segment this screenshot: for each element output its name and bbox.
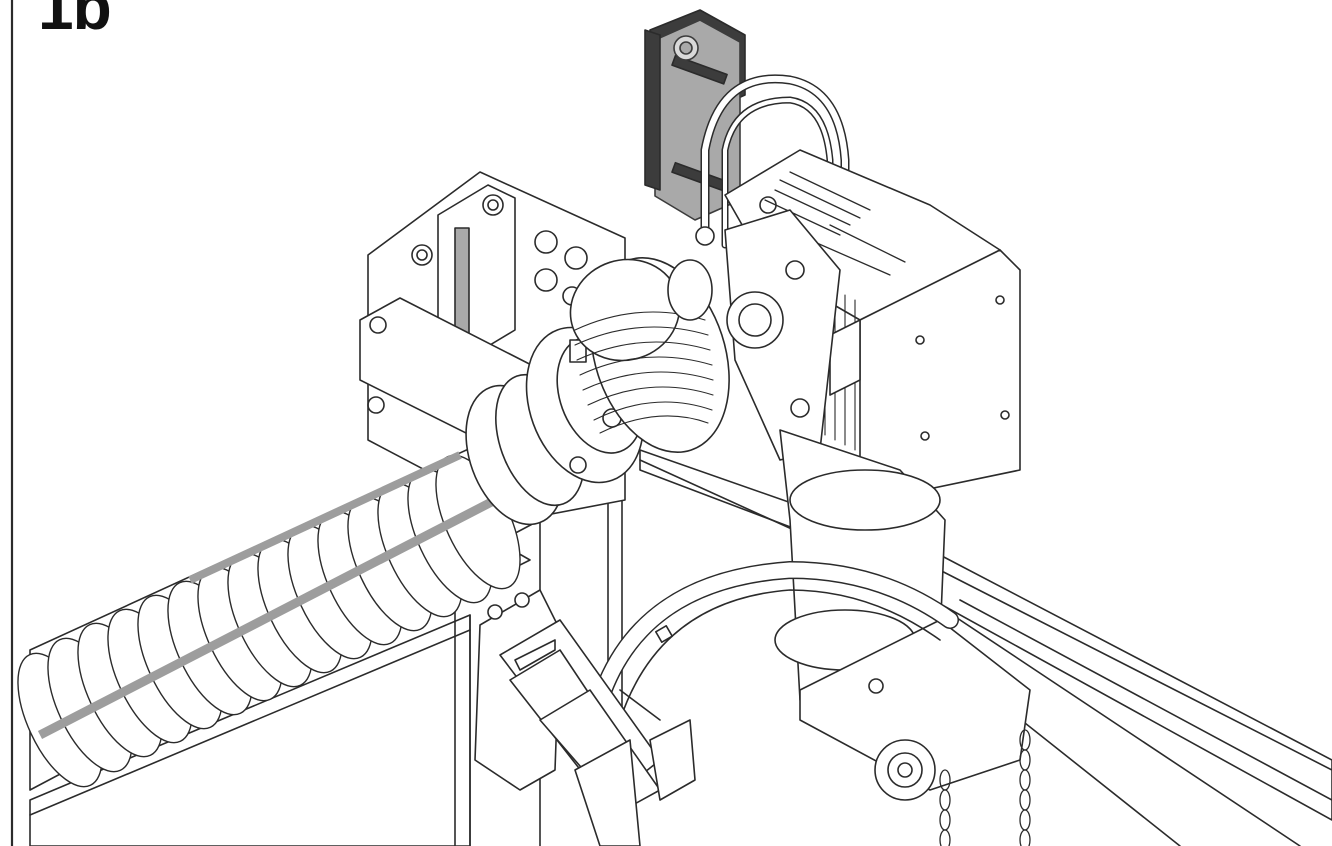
cable-drum [569,256,730,454]
gearbox-housing [774,429,1031,791]
chain-hoist-wheel [874,739,936,801]
operator-motor [724,149,1021,496]
hand-chain [939,729,1031,846]
wall-bracket-highlighted [644,9,746,221]
step-label: 1b [38,0,112,43]
cable-guide-arc [591,561,959,721]
shaft-coupling [465,326,645,526]
torsion-spring [17,429,541,791]
bottom-bracket [474,589,696,846]
mounting-u-bolt [695,74,850,260]
rail [639,449,1332,846]
